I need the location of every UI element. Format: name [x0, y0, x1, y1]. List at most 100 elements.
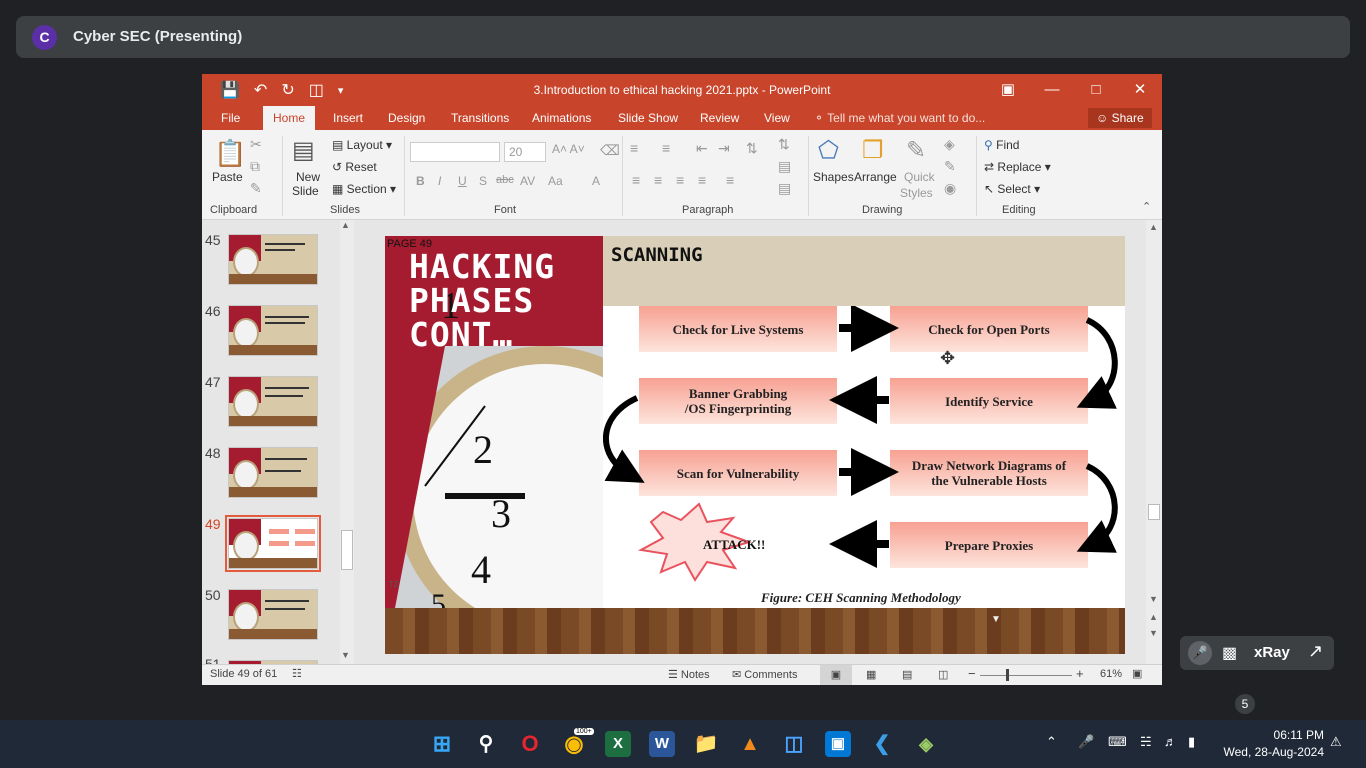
select-button[interactable]: ↖ Select ▾: [984, 182, 1041, 196]
close-icon[interactable]: ✕: [1133, 81, 1147, 98]
reset-button[interactable]: ↺ Reset: [332, 160, 377, 174]
previous-slide-icon[interactable]: ▲: [1149, 612, 1158, 622]
app-icon[interactable]: ◈: [919, 734, 933, 754]
smartart-icon[interactable]: ▤: [778, 180, 792, 196]
clock-date[interactable]: Wed, 28-Aug-2024: [1223, 745, 1324, 759]
replace-button[interactable]: ⇄ Replace ▾: [984, 160, 1051, 174]
clear-format-icon[interactable]: ⌫: [600, 142, 620, 158]
tell-me-box[interactable]: ⚬ Tell me what you want to do...: [814, 106, 985, 130]
underline-button[interactable]: U: [458, 174, 467, 188]
slide-thumbnail-selected[interactable]: [225, 515, 321, 572]
tab-insert[interactable]: Insert: [333, 111, 364, 125]
arrange-icon[interactable]: ❐: [862, 137, 884, 164]
scroll-up-icon[interactable]: ▲: [341, 220, 350, 230]
expand-icon[interactable]: ↗: [1308, 641, 1324, 661]
font-color-button[interactable]: A: [592, 174, 601, 188]
text-direction-icon[interactable]: ⇅: [778, 136, 790, 152]
tab-view[interactable]: View: [764, 111, 790, 125]
wifi-icon[interactable]: ☵: [1140, 734, 1152, 749]
paste-icon[interactable]: 📋: [214, 138, 247, 168]
scroll-up-icon[interactable]: ▲: [1149, 222, 1158, 232]
align-text-icon[interactable]: ▤: [778, 158, 792, 174]
quick-styles-label[interactable]: Quick: [904, 170, 935, 184]
slide-thumbnail[interactable]: [228, 589, 318, 640]
shape-effects-icon[interactable]: ◉: [944, 180, 957, 196]
grow-font-icon[interactable]: A˄ A˅: [552, 142, 585, 156]
increase-indent-icon[interactable]: ⇥: [718, 140, 730, 156]
tab-slide-show[interactable]: Slide Show: [618, 111, 679, 125]
zoom-level[interactable]: 61%: [1100, 668, 1123, 680]
clock-time[interactable]: 06:11 PM: [1273, 728, 1324, 742]
arrange-button[interactable]: Arrange: [854, 170, 897, 184]
notification-bell-icon[interactable]: ⚠: [1330, 734, 1342, 749]
redo-icon[interactable]: ↻: [281, 82, 295, 99]
chevron-up-icon[interactable]: ⌃: [1046, 734, 1057, 749]
slide-thumbnail[interactable]: [228, 234, 318, 285]
tab-transitions[interactable]: Transitions: [451, 111, 510, 125]
volume-icon[interactable]: ♬: [1164, 734, 1177, 749]
quick-styles-icon[interactable]: ✎: [906, 137, 927, 164]
scroll-down-icon[interactable]: ▼: [341, 650, 350, 660]
excel-icon[interactable]: X: [605, 731, 631, 757]
layout-button[interactable]: ▤ Layout ▾: [332, 138, 393, 152]
shapes-button[interactable]: Shapes: [813, 170, 854, 184]
notes-button[interactable]: ☰ Notes: [668, 669, 710, 681]
present-icon[interactable]: ◫: [308, 82, 324, 99]
shape-fill-icon[interactable]: ◈: [944, 136, 955, 152]
strikethrough-button[interactable]: abc: [496, 174, 514, 186]
mic-off-icon[interactable]: 🎤: [1188, 641, 1212, 665]
justify-icon[interactable]: ≡: [698, 172, 707, 188]
current-slide[interactable]: 1 2 3 4 5 TZ PAGE 49 HACKING PHASES CONT…: [385, 236, 1125, 654]
font-size-box[interactable]: 20: [504, 142, 546, 162]
keyboard-icon[interactable]: ⌨: [1108, 734, 1127, 749]
align-left-icon[interactable]: ≡: [632, 172, 641, 188]
tab-review[interactable]: Review: [700, 111, 740, 125]
battery-icon[interactable]: ▮: [1188, 734, 1196, 749]
save-icon[interactable]: 💾: [220, 82, 240, 99]
font-name-box[interactable]: [410, 142, 500, 162]
columns-icon[interactable]: ≡: [726, 172, 735, 188]
tab-file[interactable]: File: [221, 111, 241, 125]
slide-thumbnail[interactable]: [228, 376, 318, 427]
opera-icon[interactable]: O: [521, 731, 539, 756]
new-slide-icon[interactable]: ▤: [292, 137, 315, 164]
normal-view-icon[interactable]: ▣: [820, 665, 852, 685]
scroll-down-icon[interactable]: ▼: [1149, 594, 1158, 604]
fit-slide-icon[interactable]: ▣: [1132, 668, 1143, 680]
line-spacing-icon[interactable]: ⇅: [746, 140, 758, 156]
new-slide-label-2[interactable]: Slide: [292, 184, 319, 198]
share-button[interactable]: ☺ Share: [1088, 108, 1152, 128]
collapse-ribbon-icon[interactable]: ⌃: [1142, 201, 1152, 213]
vscode-icon[interactable]: ❮: [873, 733, 891, 755]
decrease-indent-icon[interactable]: ⇤: [696, 140, 708, 156]
remote-desktop-icon[interactable]: ▣: [825, 731, 851, 757]
zoom-slider[interactable]: [980, 675, 1072, 676]
spelling-icon[interactable]: ☷: [292, 668, 302, 680]
slide-thumbnail[interactable]: [228, 447, 318, 498]
defender-icon[interactable]: ◫: [784, 733, 804, 755]
reading-view-icon[interactable]: ▤: [902, 669, 913, 681]
minimize-icon[interactable]: —: [1044, 81, 1060, 98]
align-right-icon[interactable]: ≡: [676, 172, 685, 188]
format-painter-icon[interactable]: ✎: [250, 180, 262, 196]
change-case-button[interactable]: Aa: [548, 174, 563, 188]
shadow-button[interactable]: S: [479, 174, 488, 188]
word-icon[interactable]: W: [649, 731, 675, 757]
paste-button[interactable]: Paste: [212, 170, 243, 184]
zoom-in-icon[interactable]: +: [1076, 666, 1084, 681]
zoom-out-icon[interactable]: −: [968, 666, 976, 681]
quick-styles-label-2[interactable]: Styles: [900, 186, 933, 200]
file-explorer-icon[interactable]: 📁: [693, 733, 719, 755]
ribbon-display-icon[interactable]: ▣: [1000, 81, 1016, 98]
undo-icon[interactable]: ↶: [253, 82, 268, 99]
scroll-thumb[interactable]: [1148, 504, 1160, 520]
align-center-icon[interactable]: ≡: [654, 172, 663, 188]
shapes-icon[interactable]: ⬠: [818, 137, 839, 164]
chrome-icon[interactable]: ◉: [564, 731, 584, 756]
slide-sorter-icon[interactable]: ▦: [866, 669, 877, 681]
maximize-icon[interactable]: □: [1091, 81, 1101, 98]
microphone-icon[interactable]: 🎤: [1078, 734, 1095, 749]
zoom-slider-thumb[interactable]: [1006, 669, 1009, 681]
next-slide-icon[interactable]: ▼: [1149, 628, 1158, 638]
search-icon[interactable]: ⚲: [478, 733, 494, 755]
